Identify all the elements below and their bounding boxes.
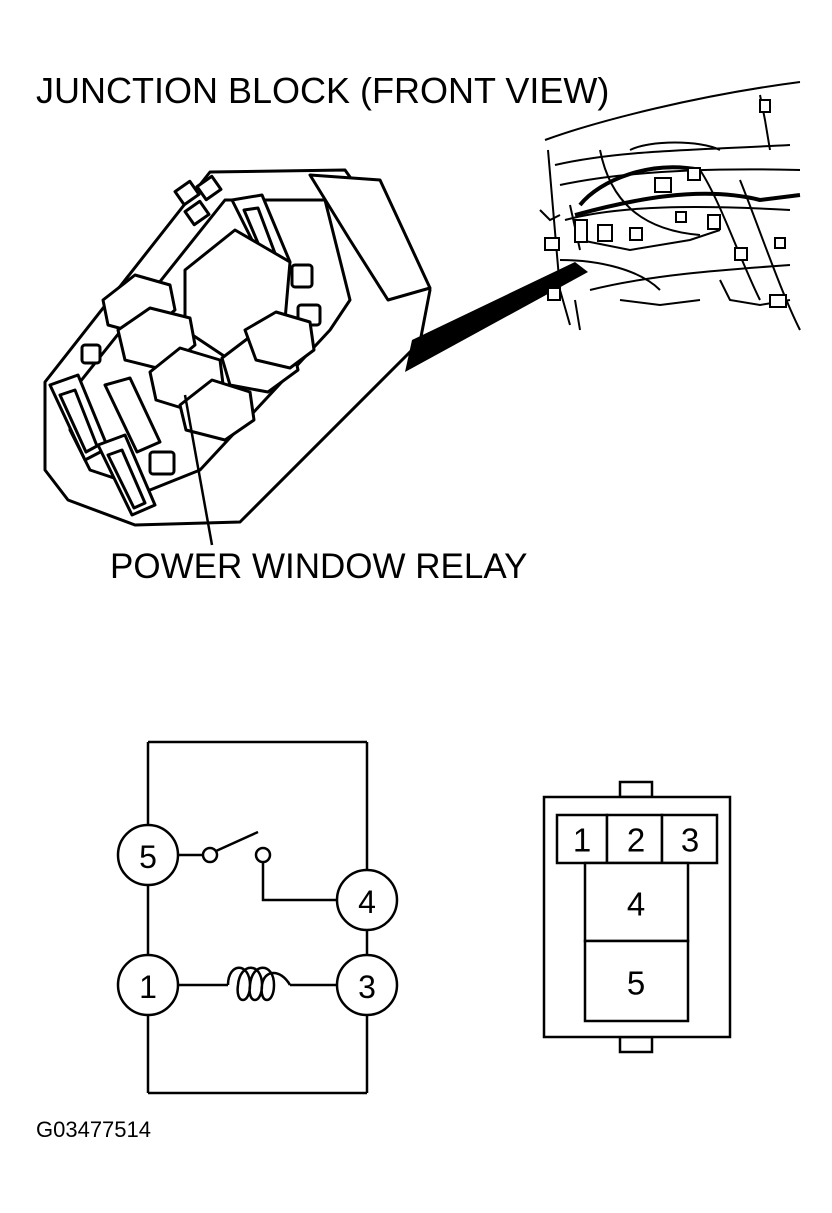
connector-pin-2-label: 2 <box>627 822 645 859</box>
connector-pin-1-label: 1 <box>573 822 591 859</box>
connector-pin-4-label: 4 <box>627 886 645 923</box>
schematic-terminal-4 <box>335 868 399 932</box>
schematic-terminal-5 <box>116 823 180 887</box>
relay-schematic <box>146 740 369 1095</box>
junction-block-illustration <box>43 168 432 527</box>
connector-pin-3-box <box>660 813 719 865</box>
relay-connector-view <box>542 780 732 1054</box>
dashboard-wiring-illustration <box>539 81 801 331</box>
power-window-relay-label: POWER WINDOW RELAY <box>110 547 528 586</box>
dashboard-harness-main <box>574 165 801 217</box>
schematic-terminal-3-label: 3 <box>358 969 376 1005</box>
schematic-terminal-3 <box>335 953 399 1017</box>
schematic-terminal-4-label: 4 <box>358 884 376 920</box>
connector-pin-4-box <box>583 861 690 943</box>
figure-id: G03477514 <box>36 1117 151 1142</box>
connector-pin-3-label: 3 <box>681 822 699 859</box>
location-pointer <box>405 262 588 372</box>
schematic-terminal-1 <box>116 953 180 1017</box>
connector-pin-5-box <box>583 939 690 1023</box>
diagram-title: JUNCTION BLOCK (FRONT VIEW) <box>36 70 610 111</box>
connector-pin-5-label: 5 <box>627 965 645 1002</box>
relay-leader-line <box>183 394 214 546</box>
connector-pin-1-box <box>555 813 609 865</box>
schematic-terminal-1-label: 1 <box>139 969 157 1005</box>
dashboard-connectors <box>544 99 787 308</box>
schematic-terminal-5-label: 5 <box>139 839 157 875</box>
